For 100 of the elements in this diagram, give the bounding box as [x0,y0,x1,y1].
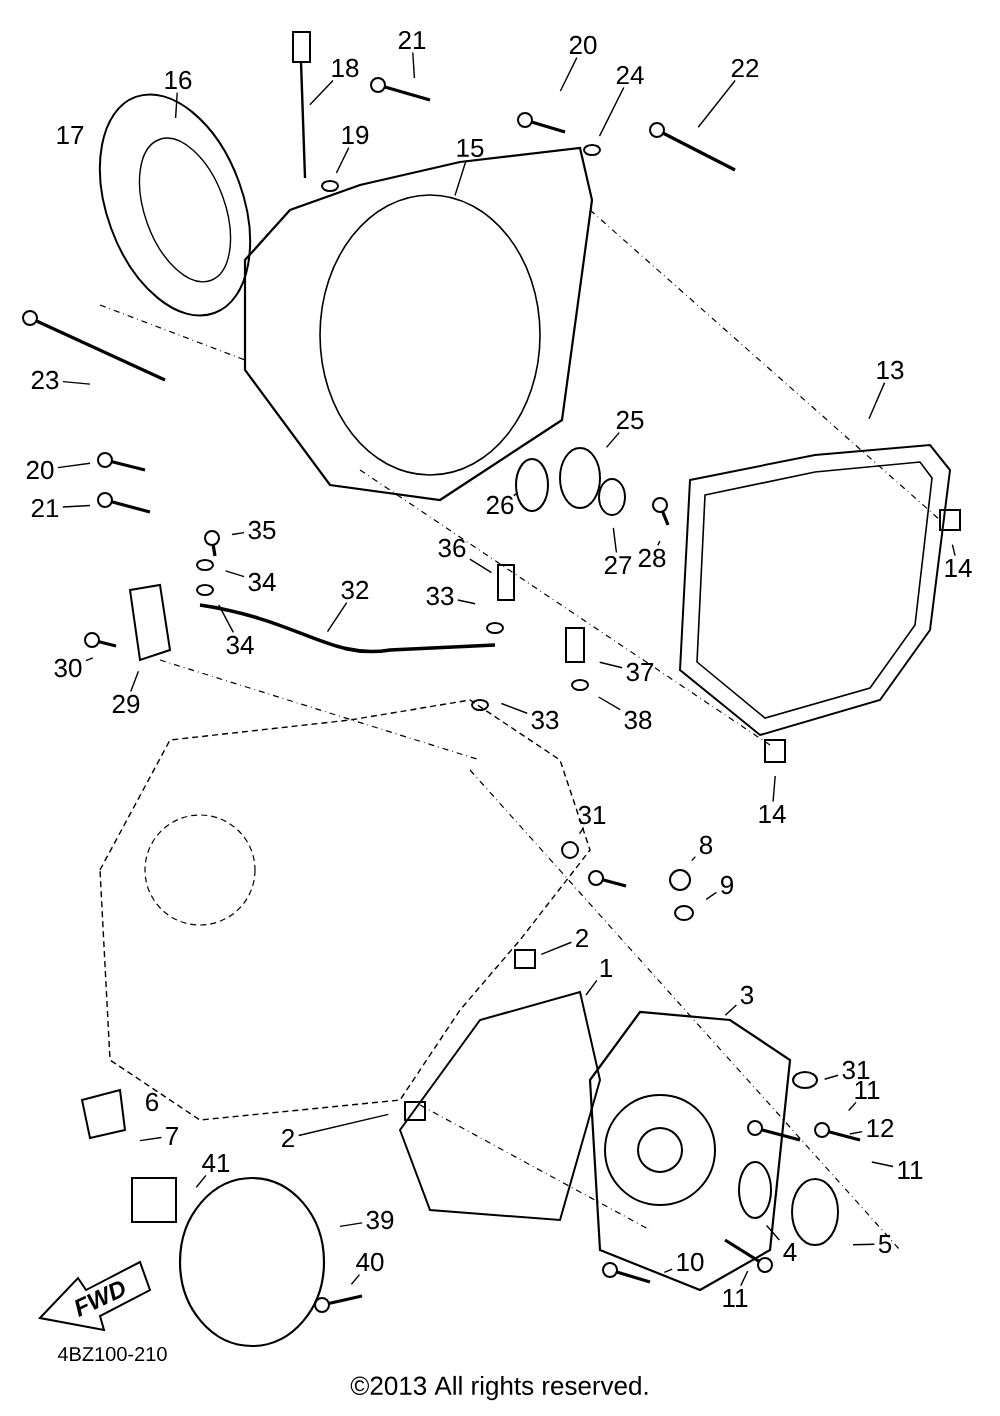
leader-line [195,1174,207,1188]
callout-number: 38 [624,710,652,730]
leader-line [218,604,235,634]
leader-line [174,91,178,119]
leader-line [335,146,350,174]
callout-number: 27 [604,555,632,575]
leader-line [500,702,528,714]
callout-number: 8 [699,835,713,855]
callout-number: 31 [578,805,606,825]
callout-number: 13 [877,360,904,380]
leader-line [871,1161,894,1168]
callout-number: 28 [638,548,666,568]
leader-line [309,79,334,106]
callout-number: 24 [616,65,644,85]
callout-number: 17 [57,126,84,144]
copyright-notice: ©2013 All rights reserved. [350,1375,648,1401]
callout-number: 12 [867,1118,894,1138]
leader-line [849,1130,863,1135]
callout-number: 18 [332,58,359,78]
callout-number: 36 [438,538,466,558]
leader-line [339,1222,363,1228]
callout-number: 33 [426,586,454,606]
leader-line [823,1074,839,1080]
callout-number: 26 [486,495,514,515]
leader-line [740,1270,749,1287]
callout-number: 31 [842,1060,870,1080]
leader-line [868,381,886,420]
callout-number: 11 [855,1081,880,1099]
leader-line [457,599,476,605]
leader-line [130,670,140,693]
callout-number: 41 [202,1154,230,1172]
callout-number: 34 [226,635,254,655]
leader-line [772,775,776,803]
leader-line [951,544,956,557]
callout-number: 20 [569,35,597,55]
callout-number: 9 [721,875,733,895]
callout-number: 35 [248,520,276,540]
leader-line [612,527,618,554]
callout-number: 21 [398,30,426,50]
leader-line [454,159,467,197]
leader-line [57,462,91,469]
leader-line [598,86,625,137]
callout-number: 7 [166,1127,178,1145]
leader-line [139,1136,163,1142]
callout-number: 15 [457,138,484,158]
callout-number: 22 [731,58,759,78]
leader-line [350,1273,361,1285]
callout-number: 40 [356,1252,384,1272]
leader-line [585,979,598,996]
leader-line [663,1268,673,1273]
leader-line [852,1243,876,1246]
callout-number: 4 [783,1243,797,1261]
callout-number: 14 [945,559,972,577]
callout-number: 33 [531,710,559,730]
callout-number: 11 [898,1161,923,1179]
callout-number: 6 [146,1092,159,1112]
leader-line [231,531,245,536]
callout-number: 34 [248,572,276,592]
callout-number: 11 [723,1289,748,1307]
callout-number: 2 [576,928,588,948]
callout-number: 5 [878,1234,892,1254]
leader-line [559,56,578,92]
leader-line [599,661,623,669]
callout-number: 39 [366,1210,394,1230]
leader-line [724,1004,738,1016]
callout-number: 21 [31,498,59,518]
leader-line [224,570,245,578]
callout-number: 14 [759,805,786,823]
leader-line [513,492,519,497]
leader-line [326,601,348,633]
callout-number: 19 [342,125,369,145]
part-code: 4BZ100-210 [57,1346,167,1362]
callout-number: 37 [626,662,654,682]
leader-line [578,826,585,835]
callout-number: 16 [165,70,192,90]
leader-line [412,51,416,79]
callout-number: 2 [282,1128,294,1148]
callout-number: 3 [740,985,754,1005]
leader-line [62,504,91,508]
leader-line [540,941,573,955]
callout-number: 23 [31,370,59,390]
leader-line [657,540,661,547]
leader-line [85,657,94,662]
callout-number: 32 [341,580,369,600]
leader-line [605,431,620,449]
leader-line [705,891,718,900]
leader-line [765,1224,781,1241]
leader-line [62,380,91,385]
leader-line [691,855,697,862]
callout-number: 30 [54,658,82,678]
callout-number: 25 [616,410,644,430]
callout-number: 10 [677,1252,704,1272]
leader-line [597,696,621,711]
leader-line [848,1101,857,1112]
callout-number: 20 [26,460,54,480]
leader-line [697,79,736,128]
callout-number: 1 [600,959,612,977]
leader-line [469,558,493,574]
leader-line [297,1113,389,1137]
callout-number: 29 [112,694,140,714]
